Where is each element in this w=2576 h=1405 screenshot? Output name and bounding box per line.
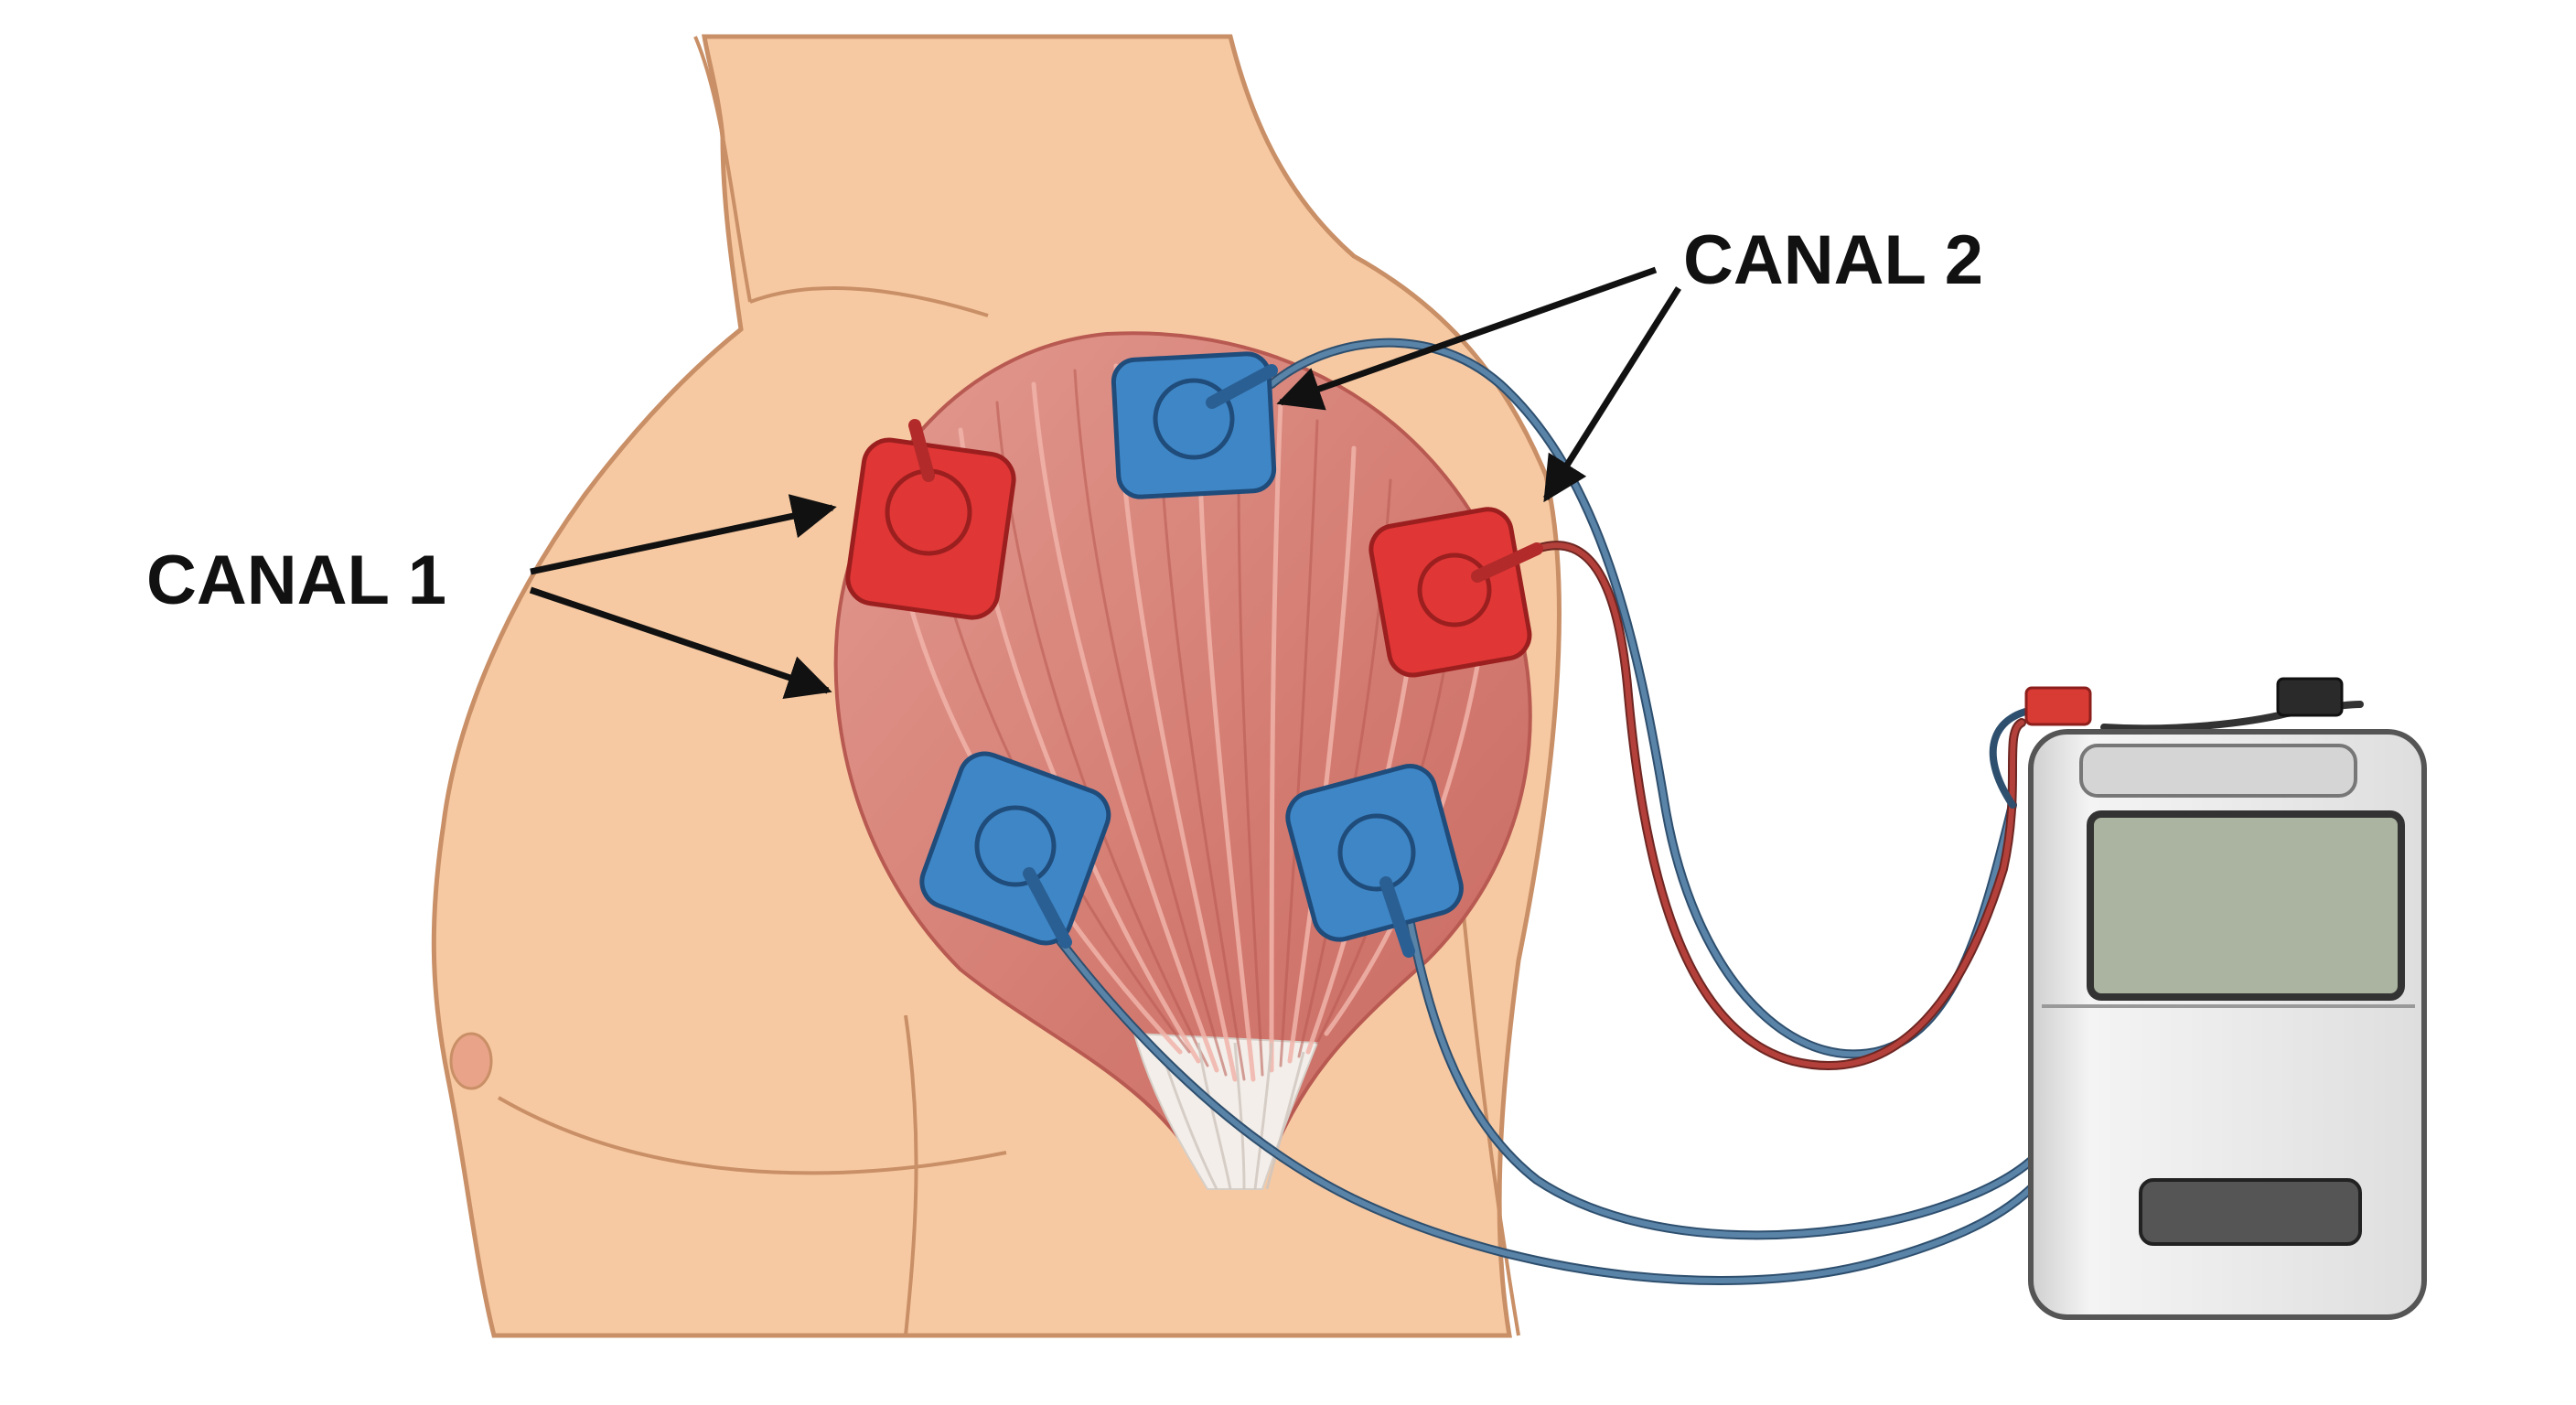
arrow-canal1-lower xyxy=(529,586,832,700)
arrow-canal1-upper xyxy=(530,494,837,575)
tens-unit-icon xyxy=(2024,677,2427,1320)
electrode-blue-top xyxy=(1111,351,1278,499)
device-button xyxy=(2139,1178,2362,1246)
arrow-canal2-left xyxy=(1276,266,1658,411)
callout-arrows xyxy=(529,266,1681,700)
nipple xyxy=(449,1032,493,1090)
label-canal-2: CANAL 2 xyxy=(1683,221,1983,299)
electrode-blue-lower-right xyxy=(1285,764,1464,958)
electrode-wires xyxy=(1029,338,2364,1285)
electrode-blue-lower-left xyxy=(919,751,1111,949)
electrode-red-right xyxy=(1368,507,1543,678)
label-canal-1: CANAL 1 xyxy=(146,542,446,619)
electrode-red-left-upper xyxy=(845,419,1016,620)
device-screen xyxy=(2087,810,2405,1001)
arrow-canal2-right xyxy=(1543,286,1681,503)
